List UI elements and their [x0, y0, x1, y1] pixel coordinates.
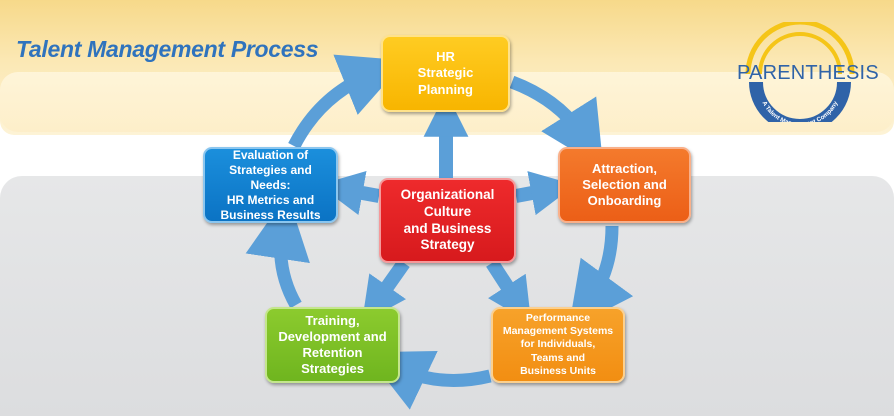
- arrow-hr-to-attraction: [509, 75, 604, 169]
- arrow-center-to-evaluation: [318, 170, 381, 216]
- arrow-center-to-training: [361, 258, 410, 323]
- center-label-line: Organizational: [400, 186, 495, 202]
- logo-wordmark: PARENTHESIS: [737, 62, 879, 84]
- stage-label-line: Planning: [418, 81, 473, 97]
- stage-label-line: Retention Strategies: [301, 345, 364, 377]
- stage-label-line: Teams and: [530, 351, 586, 364]
- stage-label-line: Selection and: [582, 176, 667, 192]
- stage-label-line: HR: [436, 49, 455, 65]
- arrow-center-to-performance: [486, 259, 532, 324]
- stage-performance-management: Performance Management Systems for Indiv…: [491, 307, 625, 383]
- stage-label-line: Strategic: [417, 65, 474, 81]
- arrow-evaluation-to-hr: [288, 54, 406, 150]
- stage-label-line: Strategies and Needs:: [229, 162, 312, 192]
- stage-training-development-retention: Training, Development and Retention Stra…: [265, 307, 400, 383]
- stage-label-line: HR Metrics and: [226, 192, 315, 207]
- stage-label-line: for Individuals,: [520, 338, 596, 351]
- stage-label-line: Business Results: [220, 207, 321, 222]
- stage-label-line: Onboarding: [587, 193, 662, 209]
- stage-label-line: Attraction,: [592, 160, 657, 176]
- stage-label-line: Management Systems: [502, 325, 614, 338]
- page-title: Talent Management Process: [16, 36, 319, 62]
- parenthesis-logo: A Talent Management Company: [745, 22, 855, 122]
- stage-hr-strategic-planning: HR Strategic Planning: [381, 35, 510, 112]
- arrow-performance-to-training: [365, 350, 492, 410]
- center-label-line: Strategy: [420, 237, 475, 253]
- stage-label-line: Development and: [278, 328, 387, 344]
- stage-label-line: Business Units: [520, 364, 596, 377]
- stage-label-line: Performance: [525, 312, 591, 325]
- center-label-line: and Business: [403, 220, 492, 236]
- stage-label-line: Training,: [305, 312, 360, 328]
- arrow-training-to-evaluation: [245, 194, 310, 309]
- stage-attraction-selection-onboarding: Attraction, Selection and Onboarding: [558, 147, 691, 223]
- arrow-center-to-attraction: [514, 171, 576, 216]
- center-label-line: Culture: [423, 203, 472, 219]
- arrow-attraction-to-performance: [568, 225, 634, 330]
- stage-label-line: Evaluation of: [232, 147, 309, 162]
- stage-evaluation-metrics: Evaluation of Strategies and Needs: HR M…: [203, 147, 338, 223]
- center-organizational-culture: Organizational Culture and Business Stra…: [379, 178, 516, 263]
